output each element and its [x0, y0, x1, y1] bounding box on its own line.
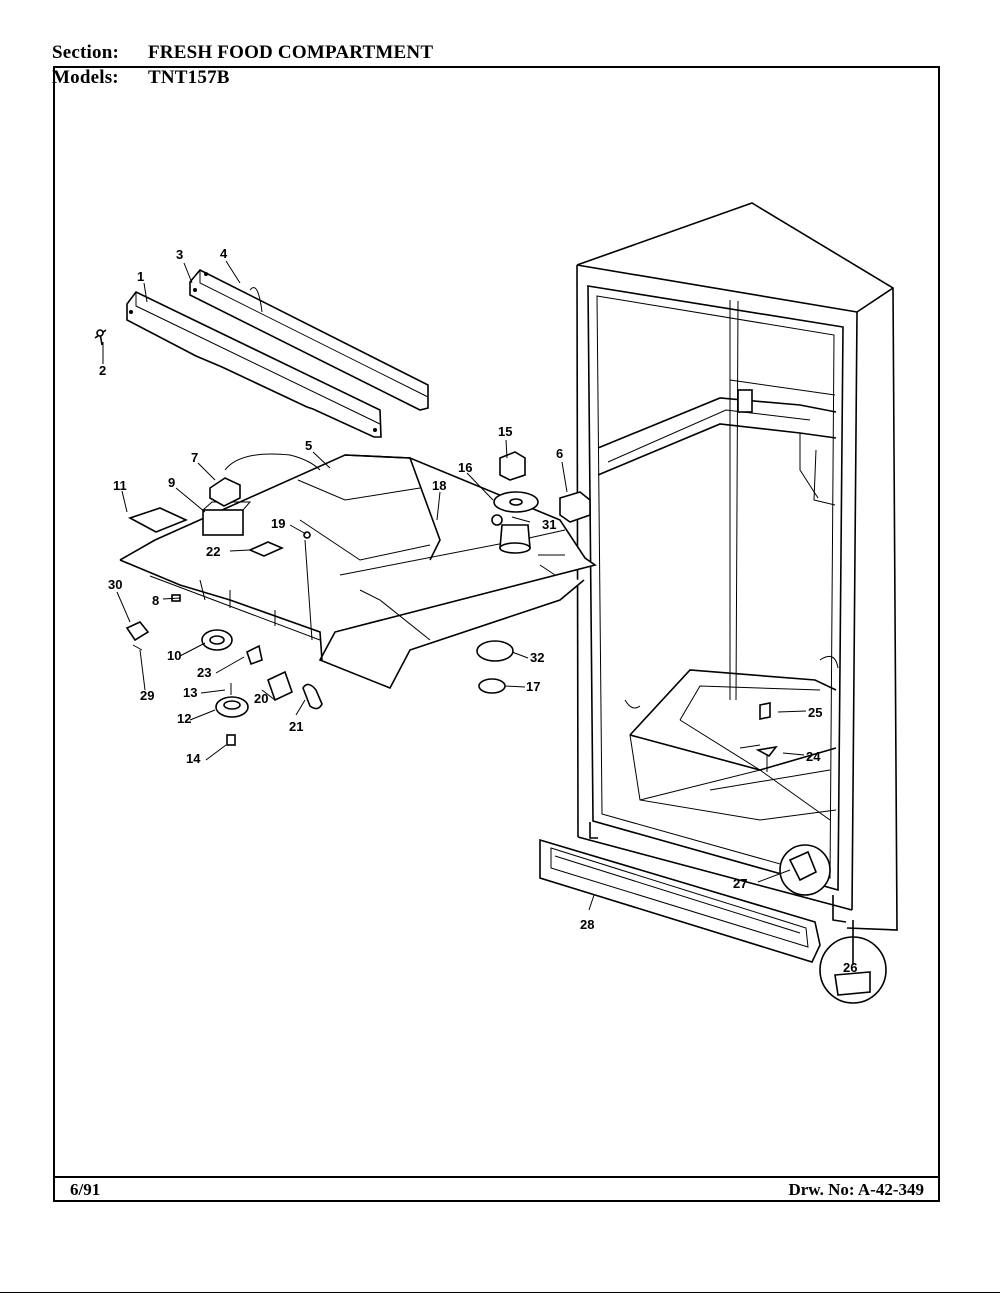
section-label: Section:	[52, 42, 120, 63]
callout-1: 1	[137, 269, 144, 284]
callout-30: 30	[108, 577, 122, 592]
callout-7: 7	[191, 450, 198, 465]
callout-4: 4	[220, 246, 228, 261]
section-title: FRESH FOOD COMPARTMENT	[148, 42, 434, 63]
callout-21: 21	[289, 719, 303, 734]
callout-12: 12	[177, 711, 191, 726]
leader-lines	[102, 260, 807, 911]
callout-2: 2	[99, 363, 106, 378]
callout-10: 10	[167, 648, 181, 663]
model-number: TNT157B	[148, 67, 230, 88]
models-label: Models:	[52, 67, 119, 88]
callout-25: 25	[808, 705, 822, 720]
page-bottom-rule	[0, 1292, 1000, 1293]
callout-26: 26	[843, 960, 857, 975]
callout-6: 6	[556, 446, 563, 461]
callout-29: 29	[140, 688, 154, 703]
callout-23: 23	[197, 665, 211, 680]
callout-9: 9	[168, 475, 175, 490]
footer-divider	[53, 1176, 940, 1178]
callout-32: 32	[530, 650, 544, 665]
refrigerator-cabinet	[576, 202, 898, 931]
screw-part-2	[94, 329, 107, 346]
callout-22: 22	[206, 544, 220, 559]
callout-28: 28	[580, 917, 594, 932]
fan-motor-group	[491, 451, 591, 554]
control-housing	[119, 453, 597, 690]
callout-15: 15	[498, 424, 512, 439]
callout-27: 27	[733, 876, 747, 891]
callout-17: 17	[526, 679, 540, 694]
callout-5: 5	[305, 438, 312, 453]
callout-31: 31	[542, 517, 556, 532]
revision-date: 6/91	[70, 1180, 101, 1199]
callout-18: 18	[432, 478, 446, 493]
top-strip-assembly	[126, 268, 429, 438]
callout-3: 3	[176, 247, 183, 262]
callout-11: 11	[113, 478, 127, 493]
callout-13: 13	[183, 685, 197, 700]
callout-20: 20	[254, 691, 268, 706]
callout-8: 8	[152, 593, 159, 608]
drawing-frame	[53, 66, 940, 1202]
callout-24: 24	[806, 749, 821, 764]
base-grille	[539, 838, 821, 963]
callouts: 1 2 3 4 5 6 7 8 9 10 11 12 13 14 15 16 1…	[99, 246, 857, 975]
drawing-number: Drw. No: A-42-349	[788, 1180, 924, 1199]
detail-circles	[779, 844, 887, 1004]
callout-19: 19	[271, 516, 285, 531]
callout-14: 14	[186, 751, 201, 766]
callout-16: 16	[458, 460, 472, 475]
